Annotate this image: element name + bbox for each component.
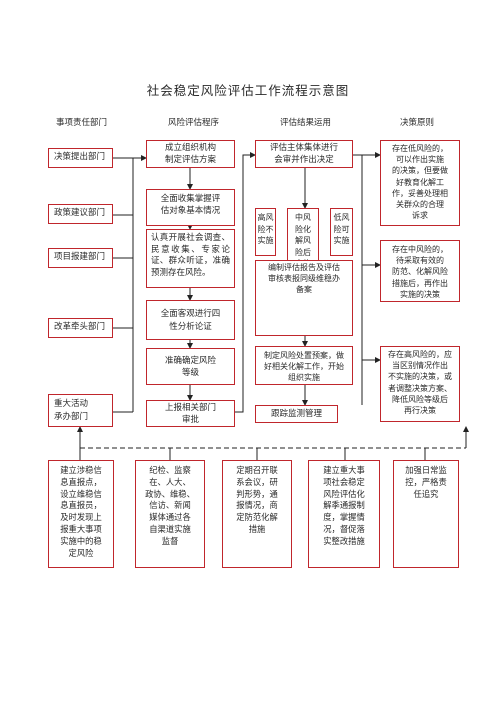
result-handling-plan: 制定风险处置预案，做 好相关化解工作，开始 组织实施 [255, 346, 353, 385]
header-procedure: 风险评估程序 [168, 118, 220, 128]
measure-quarterly-report: 建立重大事 项社会稳定 风险评估化 解季通报制 度，掌握情 况，督促落 实整改措… [308, 460, 380, 568]
dept-policy-advisor: 政策建议部门 [48, 204, 113, 224]
result-collective-review: 评估主体集体进行 会审并作出决定 [255, 140, 353, 168]
result-low-risk: 低风 险可 实施 [330, 208, 353, 256]
principle-medium-risk: 存在中风险的， 待采取有效的 防范、化解风险 措施后，再作出 实施的决策 [380, 240, 460, 302]
result-medium-risk: 中风 险化 解风 险后 实施 [287, 208, 319, 268]
dept-major-event-host: 重大活动 承办部门 [48, 394, 113, 427]
dept-project-reporting: 项目报建部门 [48, 248, 113, 268]
dept-reform-lead: 改革牵头部门 [48, 318, 113, 338]
header-responsible-dept: 事项责任部门 [56, 118, 108, 128]
result-high-risk: 高风 险不 实施 [255, 208, 276, 256]
principle-high-risk: 存在高风险的，应 当区别情况作出 不实施的决策，或 者调整决策方案、 降低风险等… [380, 346, 460, 422]
proc-setup-organization: 成立组织机构 制定评估方案 [146, 140, 235, 168]
proc-four-aspect-analysis: 全面客观进行四 性分析论证 [146, 300, 235, 340]
header-result-use: 评估结果运用 [280, 118, 332, 128]
proc-report-approval: 上报相关部门 审批 [146, 400, 235, 427]
dept-decision-proposer: 决策提出部门 [48, 148, 113, 168]
dept-label: 重大活动 承办部门 [54, 398, 89, 422]
measure-liaison-meeting: 定期召开联 系会议，研 判形势，通 报情况，商 定防范化解 措施 [222, 460, 292, 568]
proc-collect-basic-info: 全面收集掌握评 估对象基本情况 [146, 189, 235, 226]
proc-risk-grading: 准确确定风险 等级 [146, 348, 235, 385]
dept-label: 项目报建部门 [54, 252, 106, 263]
result-compile-report: 编制评估报告及评估 审核表报同级维稳办 备案 [259, 262, 349, 300]
proc-social-survey: 认真开展社会调查、民意收集、专家论证、群众听证，准确预测存在风险。 [146, 229, 235, 288]
measure-info-reporting: 建立涉稳信 息直报点， 设立维稳信 息直报员， 及时发现上 报重大事项 实施中的… [48, 460, 114, 568]
result-tracking: 跟踪监测管理 [255, 405, 338, 423]
dept-label: 政策建议部门 [54, 208, 106, 219]
page-title: 社会稳定风险评估工作流程示意图 [146, 83, 350, 98]
dept-label: 决策提出部门 [54, 152, 106, 163]
measure-supervision: 纪检、监察 在、人大、 政协、维稳、 信访、新闻 媒体通过各 自渠道实施 监督 [135, 460, 205, 568]
principle-low-risk: 存在低风险的， 可以作出实施 的决策，但要做 好教育化解工 作，妥善处理相 关群… [380, 140, 460, 226]
header-principle: 决策原则 [400, 118, 435, 128]
measure-daily-monitoring: 加强日常监 控，严格责 任追究 [393, 460, 459, 568]
dept-label: 改革牵头部门 [54, 322, 106, 333]
